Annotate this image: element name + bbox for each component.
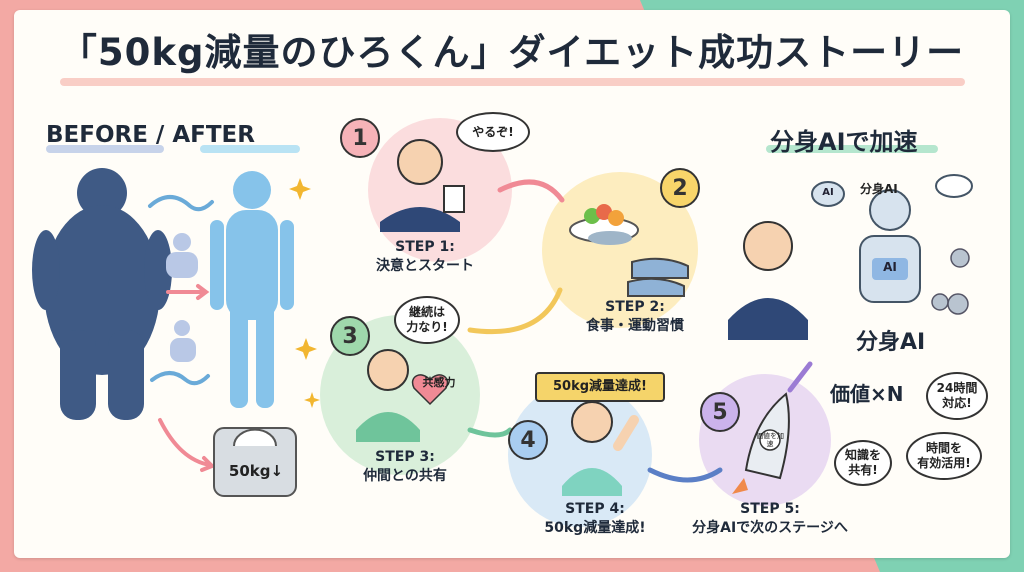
step3-number: 3	[330, 316, 370, 356]
after-highlight	[200, 145, 300, 153]
bubble-time-line1: 時間を	[925, 441, 962, 455]
bubble-24h-line2: 対応!	[942, 396, 972, 410]
brain-icon	[811, 181, 845, 207]
robot-icon	[859, 189, 921, 303]
scale-label: 50kg↓	[228, 462, 284, 480]
step5-number: 5	[700, 392, 740, 432]
step3-caption-text: 仲間との共有	[363, 468, 447, 484]
step2-shoes	[627, 257, 689, 297]
bubble-24h: 24時間 対応!	[926, 372, 988, 420]
rocket-label: 価値を加速	[756, 432, 784, 448]
robot-chest-label: AI	[883, 260, 897, 274]
step1-caption-title: STEP 1:	[395, 239, 455, 255]
rocket-icon	[732, 392, 790, 494]
step2-caption: STEP 2: 食事・運動習慣	[560, 298, 710, 336]
scale-icon	[213, 427, 297, 497]
step3-person	[356, 349, 449, 442]
step3-speech-bubble: 継続は 力なり!	[394, 296, 460, 344]
step1-person	[380, 139, 465, 232]
step1-caption: STEP 1: 決意とスタート	[360, 238, 490, 276]
bubble-time: 時間を 有効活用!	[906, 432, 982, 480]
bubble-time-line2: 有効活用!	[917, 456, 971, 470]
robot-label: 分身AI	[860, 182, 898, 196]
step2-number: 2	[660, 168, 700, 208]
step3-caption: STEP 3: 仲間との共有	[340, 448, 470, 486]
after-figure	[210, 171, 294, 408]
title-underline	[60, 78, 965, 86]
flow-arrows	[467, 179, 813, 483]
bubble-24h-line1: 24時間	[936, 381, 978, 395]
before-highlight	[46, 145, 164, 153]
progress-arrows	[148, 195, 216, 472]
step3-bubble-line2: 力なり!	[406, 320, 448, 334]
sparkle-icons	[289, 178, 320, 408]
step1-number: 1	[340, 118, 380, 158]
brain-label: AI	[822, 187, 834, 198]
ai-label-highlight	[766, 145, 938, 153]
step2-caption-title: STEP 2:	[605, 299, 665, 315]
step3-caption-title: STEP 3:	[375, 449, 435, 465]
bubble-knowledge-line1: 知識を	[844, 448, 881, 462]
step4-caption-text: 50kg減量達成!	[544, 520, 646, 536]
step4-caption: STEP 4: 50kg減量達成!	[520, 500, 670, 538]
step4-number: 4	[508, 420, 548, 460]
step1-caption-text: 決意とスタート	[376, 258, 474, 274]
step4-caption-title: STEP 4:	[565, 501, 625, 517]
heart-label: 共感力	[422, 376, 456, 389]
step2-food	[569, 204, 639, 245]
ai-name-big: 分身AI	[856, 330, 926, 355]
page-title: 「50kg減量のひろくん」ダイエット成功ストーリー	[59, 31, 965, 74]
cloud-icon	[935, 174, 973, 198]
bubble-knowledge: 知識を 共有!	[834, 440, 892, 486]
transition-figures	[166, 233, 198, 362]
before-figure	[32, 168, 172, 420]
gear-icons	[931, 248, 970, 315]
step1-speech-bubble: やるぞ!	[456, 112, 530, 152]
before-after-label: BEFORE / AFTER	[46, 122, 255, 148]
step5-caption-text: 分身AIで次のステージへ	[692, 520, 848, 536]
step2-caption-text: 食事・運動習慣	[586, 318, 684, 334]
step4-banner: 50kg減量達成!	[535, 372, 665, 402]
ai-section-label: 分身AIで加速	[770, 128, 918, 156]
ai-person	[728, 221, 808, 340]
step5-caption-title: STEP 5:	[740, 501, 800, 517]
value-multiplier: 価値×N	[830, 382, 904, 406]
step5-caption: STEP 5: 分身AIで次のステージへ	[680, 500, 860, 538]
bubble-knowledge-line2: 共有!	[848, 463, 878, 477]
step4-person	[562, 401, 639, 496]
step3-bubble-line1: 継続は	[408, 305, 445, 319]
